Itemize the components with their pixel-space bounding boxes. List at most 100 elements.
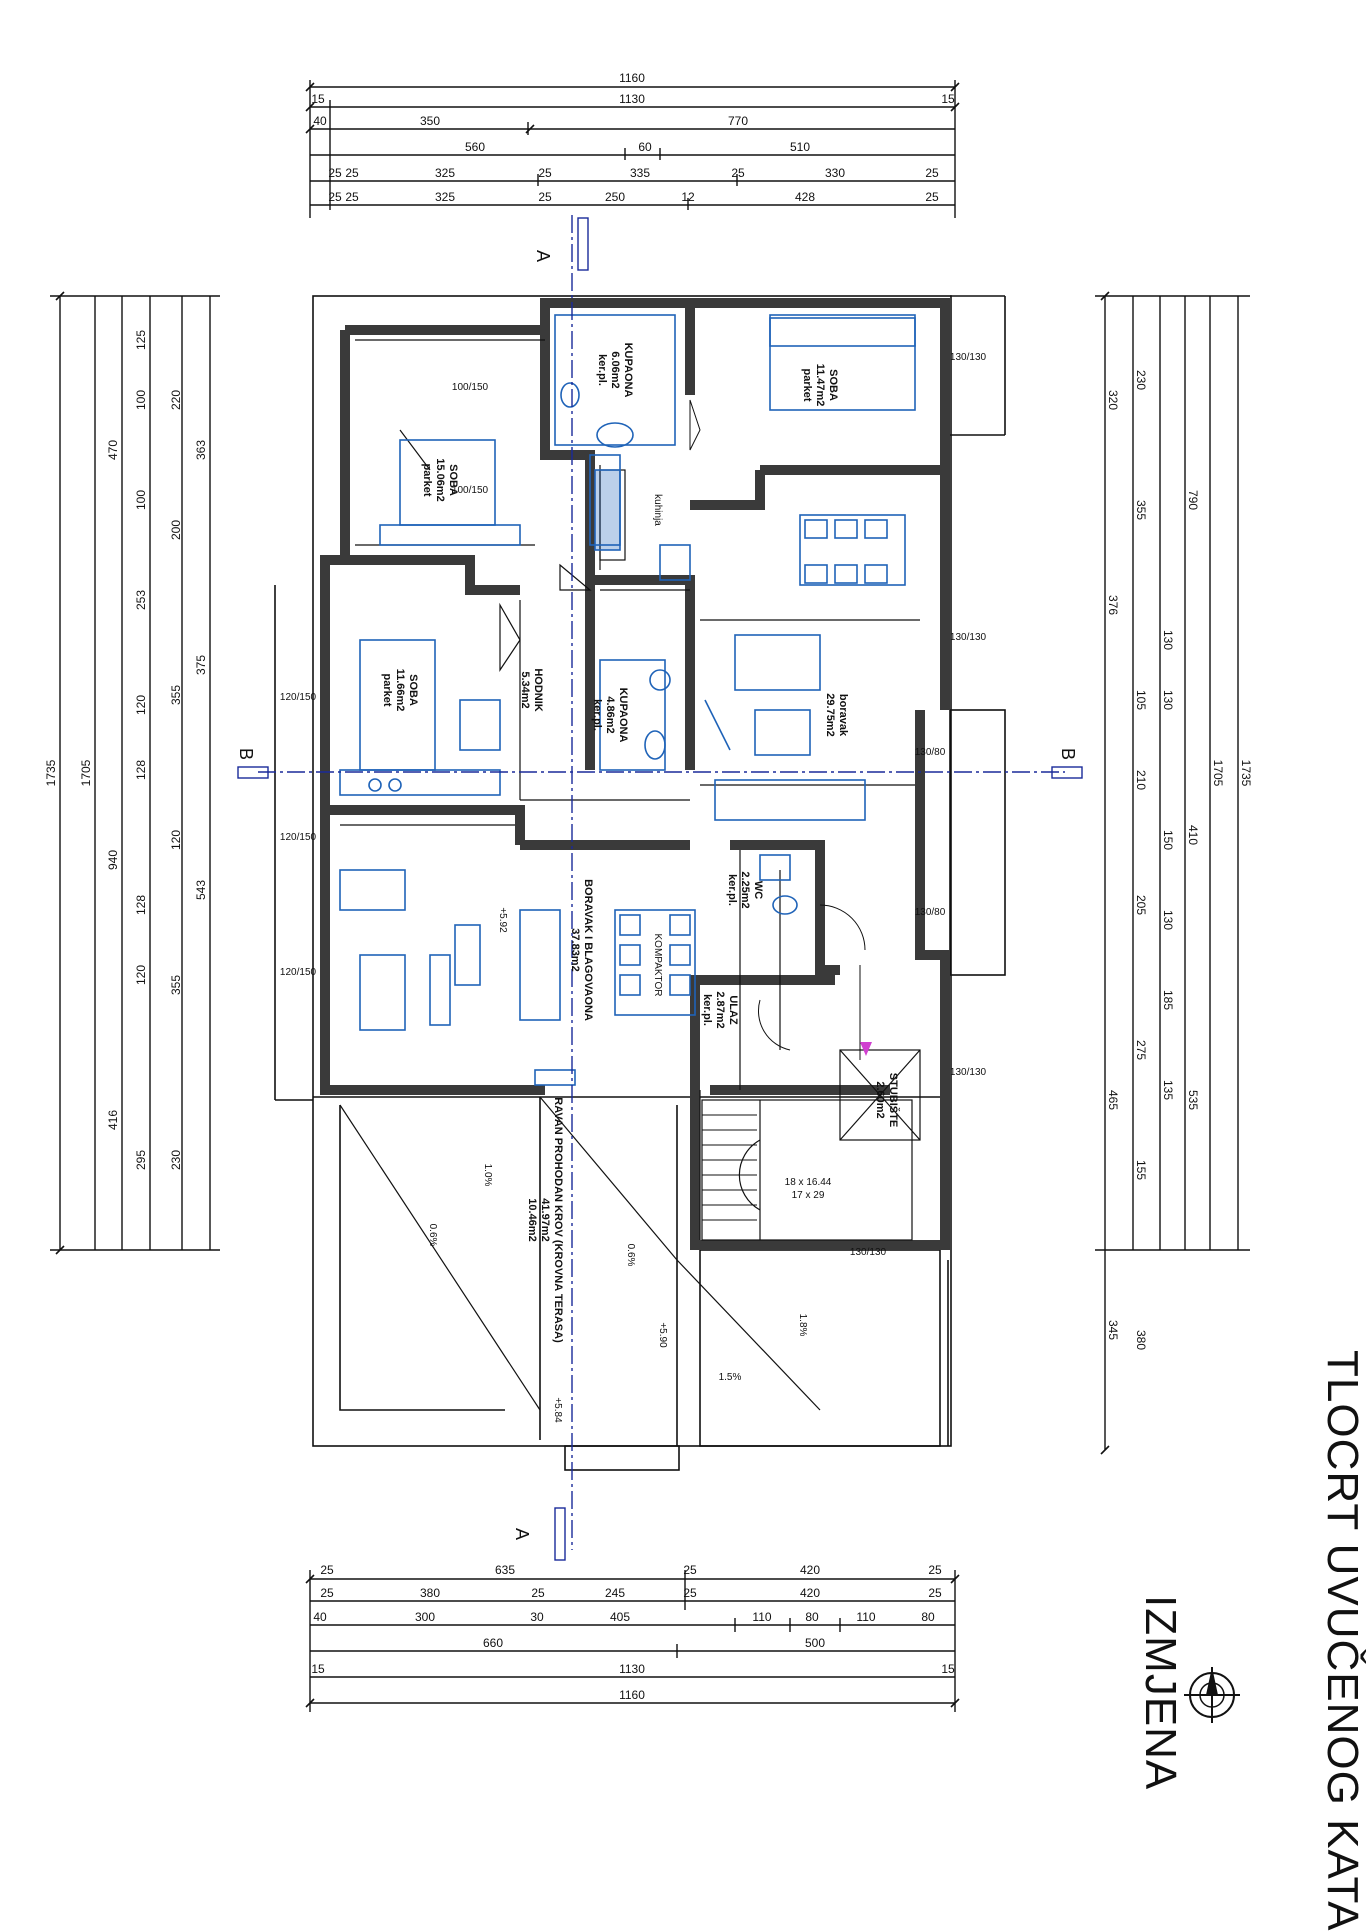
svg-text:15: 15 — [311, 92, 325, 106]
svg-text:12: 12 — [681, 190, 695, 204]
svg-text:155: 155 — [1134, 1160, 1148, 1180]
section-lines — [258, 215, 1065, 1550]
svg-text:SOBA: SOBA — [407, 674, 419, 706]
svg-text:6.06m2: 6.06m2 — [609, 351, 621, 388]
svg-text:135: 135 — [1161, 1080, 1175, 1100]
svg-text:1735: 1735 — [1239, 760, 1253, 787]
svg-text:130/80: 130/80 — [915, 747, 946, 758]
svg-text:330: 330 — [825, 166, 845, 180]
svg-text:0.6%: 0.6% — [625, 1244, 636, 1267]
svg-text:185: 185 — [1161, 990, 1175, 1010]
svg-text:325: 325 — [435, 166, 455, 180]
svg-text:KOMPAKTOR: KOMPAKTOR — [652, 934, 663, 997]
dimension-ticks — [55, 82, 1110, 1708]
kitchen-counter — [339, 769, 501, 796]
svg-text:130/80: 130/80 — [915, 907, 946, 918]
svg-text:120/150: 120/150 — [280, 692, 317, 703]
svg-text:128: 128 — [134, 895, 148, 915]
drawing-title: TLOCRT UVUČENOG KATA — [1318, 1350, 1367, 1932]
svg-text:ker.pl.: ker.pl. — [701, 994, 713, 1026]
svg-text:790: 790 — [1186, 490, 1200, 510]
svg-text:15: 15 — [941, 92, 955, 106]
svg-text:355: 355 — [169, 975, 183, 995]
svg-text:130: 130 — [1161, 910, 1175, 930]
svg-text:660: 660 — [483, 1636, 503, 1650]
svg-text:40: 40 — [313, 114, 327, 128]
svg-text:ker.pl.: ker.pl. — [596, 354, 608, 386]
svg-text:11.66m2: 11.66m2 — [394, 669, 406, 712]
armchair-1 — [339, 869, 406, 911]
svg-text:80: 80 — [921, 1610, 935, 1624]
svg-text:2.25m2: 2.25m2 — [739, 871, 751, 908]
svg-text:465: 465 — [1106, 1090, 1120, 1110]
svg-text:510: 510 — [790, 140, 810, 154]
dimension-lines — [50, 80, 1250, 1712]
svg-text:130/130: 130/130 — [950, 1067, 987, 1078]
svg-text:1.0%: 1.0% — [482, 1164, 493, 1187]
svg-text:100: 100 — [134, 390, 148, 410]
svg-text:25: 25 — [328, 166, 342, 180]
svg-text:KUPAONA: KUPAONA — [617, 688, 629, 743]
svg-text:parket: parket — [801, 368, 813, 401]
svg-text:560: 560 — [465, 140, 485, 154]
svg-text:345: 345 — [1106, 1320, 1120, 1340]
svg-text:5.34m2: 5.34m2 — [519, 671, 531, 708]
misc-labels: kuhinja KOMPAKTOR 18 x 16.44 17 x 29 100… — [280, 352, 987, 1423]
svg-text:B: B — [236, 748, 256, 760]
svg-text:1130: 1130 — [619, 1662, 645, 1676]
svg-text:A: A — [512, 1528, 532, 1540]
svg-text:1.5%: 1.5% — [719, 1372, 742, 1383]
svg-text:416: 416 — [106, 1110, 120, 1130]
bath-2 — [599, 659, 666, 771]
svg-text:770: 770 — [728, 114, 748, 128]
svg-text:80: 80 — [805, 1610, 819, 1624]
svg-text:boravak: boravak — [837, 694, 849, 737]
svg-text:120/150: 120/150 — [280, 967, 317, 978]
svg-text:275: 275 — [1134, 1040, 1148, 1060]
building-outline — [274, 295, 1006, 1471]
svg-text:335: 335 — [630, 166, 650, 180]
svg-text:25: 25 — [925, 190, 939, 204]
svg-text:130: 130 — [1161, 630, 1175, 650]
drawing-subtitle: IZMJENA — [1136, 1595, 1185, 1791]
svg-text:25: 25 — [683, 1586, 697, 1600]
bed-2 — [769, 314, 916, 411]
svg-text:535: 535 — [1186, 1090, 1200, 1110]
svg-text:40: 40 — [313, 1610, 327, 1624]
svg-text:230: 230 — [1134, 370, 1148, 390]
svg-text:150: 150 — [1161, 830, 1175, 850]
svg-text:253: 253 — [134, 590, 148, 610]
svg-text:1705: 1705 — [1211, 760, 1225, 787]
svg-text:428: 428 — [795, 190, 815, 204]
svg-text:30: 30 — [530, 1610, 544, 1624]
svg-text:25: 25 — [538, 190, 552, 204]
svg-text:25: 25 — [683, 1563, 697, 1577]
svg-text:120/150: 120/150 — [280, 832, 317, 843]
dimension-texts-left: 1735 1705 940 416 470 375 363 543 295 12… — [44, 330, 208, 1170]
svg-text:110: 110 — [752, 1610, 771, 1624]
svg-text:380: 380 — [1134, 1330, 1148, 1350]
room-name: SOBA — [447, 464, 459, 496]
svg-text:245: 245 — [605, 1586, 625, 1600]
svg-text:15: 15 — [941, 1662, 955, 1676]
svg-text:WC: WC — [752, 881, 764, 899]
stair-arrow-icon — [860, 1042, 872, 1056]
svg-text:25: 25 — [345, 166, 359, 180]
svg-text:+5.92: +5.92 — [497, 907, 508, 933]
dimension-texts-right: 1735 1705 790 410 535 380 320 355 376 46… — [1106, 370, 1253, 1350]
svg-text:RAVAN PROHODAN KROV (KROVNA TE: RAVAN PROHODAN KROV (KROVNA TERASA) — [552, 1097, 564, 1343]
svg-text:940: 940 — [106, 850, 120, 870]
svg-text:+5.84: +5.84 — [552, 1397, 563, 1423]
svg-text:500: 500 — [805, 1636, 825, 1650]
dining-table-2 — [614, 909, 696, 1016]
svg-text:355: 355 — [1134, 500, 1148, 520]
svg-text:KUPAONA: KUPAONA — [622, 343, 634, 398]
svg-text:+5.90: +5.90 — [657, 1322, 668, 1348]
svg-text:120: 120 — [134, 965, 148, 985]
svg-text:parket: parket — [381, 673, 393, 706]
svg-text:B: B — [1058, 748, 1078, 760]
wardrobe-1 — [379, 524, 521, 546]
svg-text:130/130: 130/130 — [850, 1247, 887, 1258]
svg-text:205: 205 — [1134, 895, 1148, 915]
svg-text:230: 230 — [169, 1150, 183, 1170]
